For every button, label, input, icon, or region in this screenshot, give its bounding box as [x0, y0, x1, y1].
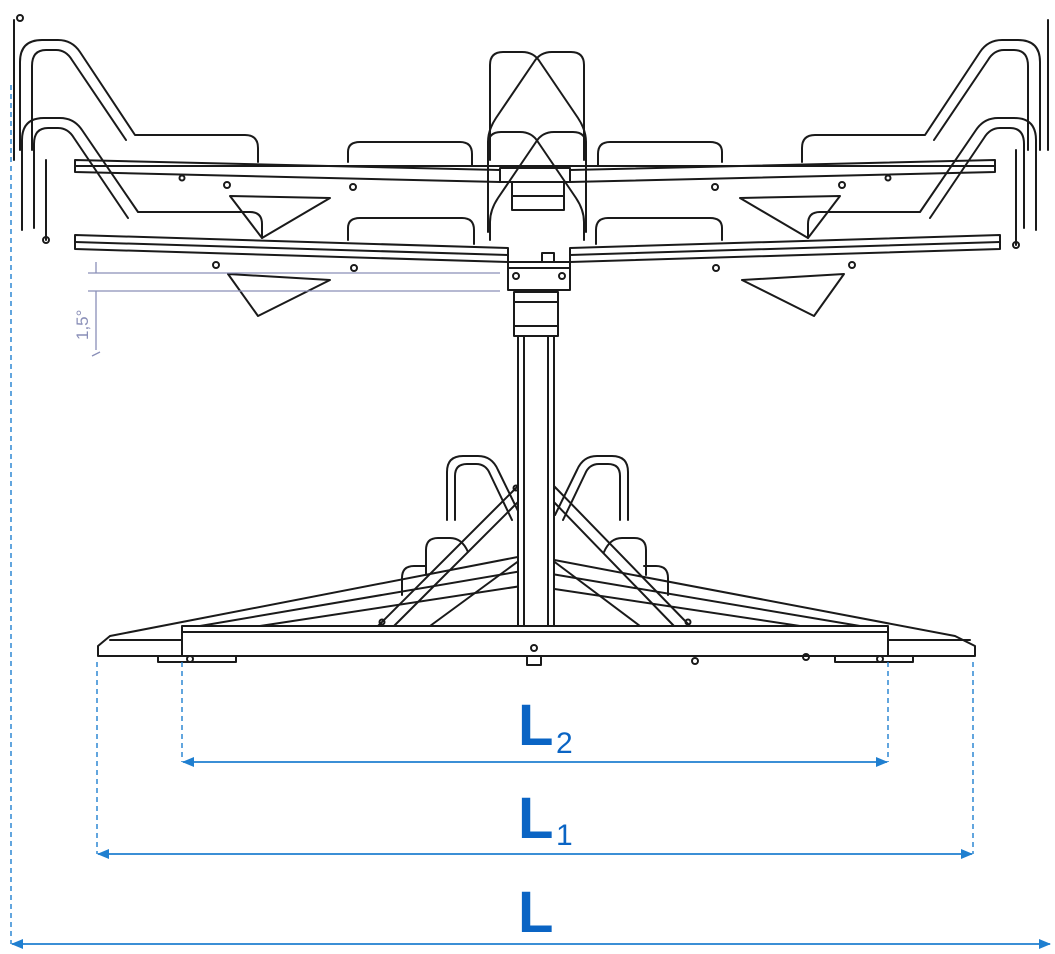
angle-label: 1,5°: [73, 310, 92, 340]
lower-bike-hoops: [401, 455, 669, 596]
upper-left-hoops: [13, 14, 475, 245]
dimension-subscript-l2: 2: [556, 727, 573, 760]
dimension-letter-l1: L: [518, 786, 553, 851]
dimension-subscript-l1: 1: [556, 819, 573, 852]
dimension-letter-l2: L: [518, 693, 553, 758]
dimension-label-l: L: [518, 880, 553, 945]
upper-front-arm: [74, 234, 1001, 317]
dimension-label-l1: L 1: [518, 786, 573, 852]
rack-structure: [13, 14, 1049, 666]
base-frame: [97, 554, 976, 666]
diagonal-braces: [377, 483, 695, 627]
extension-lines: [10, 85, 974, 944]
dimension-letter-l: L: [518, 880, 553, 945]
central-crossing-hoops: [487, 51, 587, 241]
angle-annotation: [88, 262, 500, 357]
central-column: [507, 252, 571, 627]
upper-right-hoops: [595, 19, 1049, 249]
dimension-label-l2: L 2: [518, 693, 573, 760]
